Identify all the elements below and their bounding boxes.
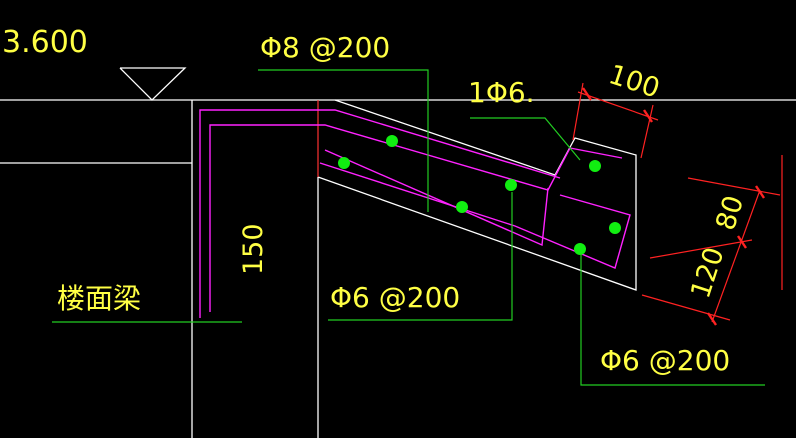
dim-100-line — [577, 91, 659, 121]
rebar-top-bar — [209, 124, 623, 312]
rebar-label-top: Φ8 @200 — [260, 31, 390, 64]
rebar-dot — [386, 135, 398, 147]
leader-phi6-mid — [328, 192, 513, 321]
rebar-hook-bar — [199, 109, 561, 318]
rebar-dot — [456, 201, 468, 213]
dim-100-ext-left — [572, 82, 584, 141]
rebar-bottom-bar — [319, 162, 631, 269]
dim-150-label: 150 — [238, 223, 269, 275]
dimension-lines — [572, 82, 783, 323]
rebar-label-bottom: Φ6 @200 — [600, 344, 730, 377]
dim-80-ext-mid — [649, 239, 753, 259]
rebar-label-single: 1Φ6. — [468, 76, 535, 109]
bracket-outline — [317, 99, 637, 291]
dim-80-label: 80 — [710, 192, 750, 234]
dim-120-label: 120 — [685, 244, 730, 303]
rebar-dot — [609, 222, 621, 234]
elevation-triangle — [119, 67, 187, 101]
dim-100-ext-right — [640, 104, 654, 159]
leader-phi6-bottom — [580, 254, 765, 386]
rebar-dot — [505, 179, 517, 191]
dim-80-ext-top — [687, 177, 781, 196]
rebar-dots — [338, 135, 621, 255]
dimension-ticks — [582, 87, 765, 326]
leader-phi8 — [258, 69, 429, 212]
beam-name-label: 楼面梁 — [57, 282, 141, 315]
rebar-dot — [574, 243, 586, 255]
rebar-dot — [338, 157, 350, 169]
elevation-label: 3.600 — [2, 25, 88, 60]
leader-1phi6 — [470, 117, 581, 161]
rebar-stirrup — [324, 149, 549, 247]
dim-100-label: 100 — [605, 59, 664, 104]
dim-120-ext-bottom — [641, 294, 731, 321]
leader-lines — [52, 69, 765, 386]
rebar-dot — [589, 160, 601, 172]
concrete-outlines — [0, 67, 796, 438]
dim-vertical-line — [711, 189, 761, 323]
rebar-lines — [199, 109, 631, 318]
rebar-label-mid: Φ6 @200 — [330, 281, 460, 314]
